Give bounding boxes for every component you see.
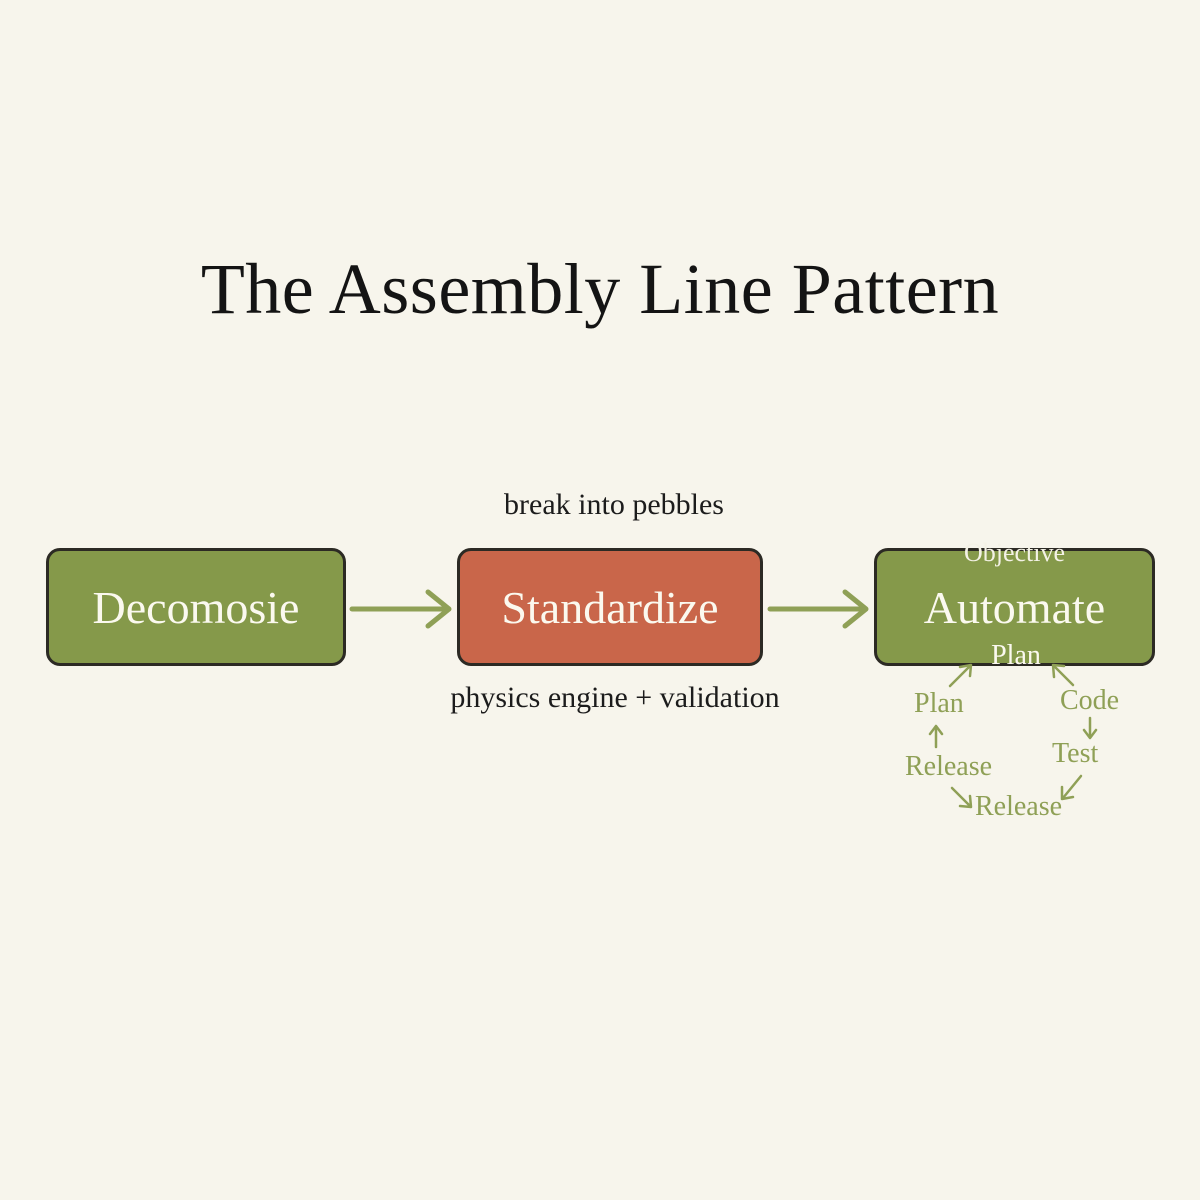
standardize-annotation-above: break into pebbles [504, 488, 724, 521]
step-standardize-label: Standardize [501, 581, 719, 633]
cycle-plan-top: Plan [991, 640, 1041, 671]
cycle-code: Code [1060, 685, 1120, 716]
arrow-standardize-to-automate [767, 589, 869, 629]
step-decompose-label: Decomosie [92, 581, 300, 633]
cycle-test: Test [1052, 738, 1099, 769]
cycle-release-bottom: Release [975, 791, 1063, 822]
standardize-annotation-below: physics engine + validation [450, 681, 780, 714]
step-standardize-box: Standardize [457, 548, 763, 666]
step-automate-label: Automate [923, 581, 1106, 633]
arrow-decompose-to-standardize [349, 589, 452, 629]
diagram-title: The Assembly Line Pattern [200, 249, 1000, 329]
step-automate-sublabel: Objective [963, 538, 1066, 567]
step-automate-box: Automate [874, 548, 1155, 666]
step-decompose-box: Decomosie [46, 548, 346, 666]
cycle-plan-left: Plan [914, 688, 964, 719]
cycle-release-left: Release [905, 751, 993, 782]
